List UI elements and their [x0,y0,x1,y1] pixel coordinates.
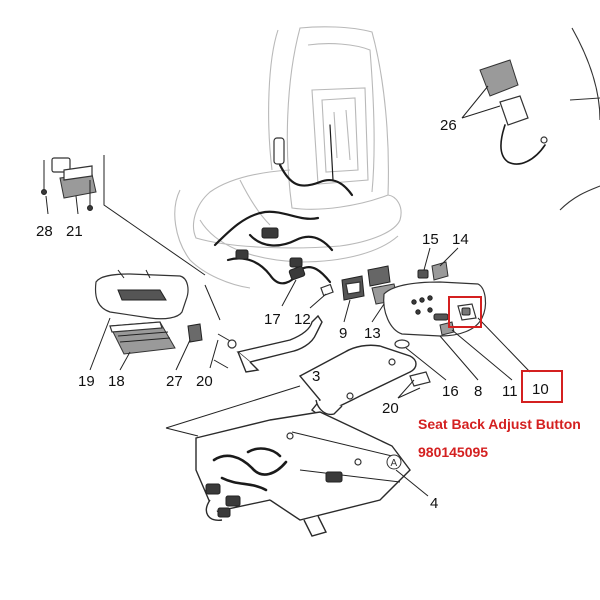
callout-part-name: Seat Back Adjust Button [418,416,581,432]
part-15-14 [417,247,459,281]
label-21: 21 [66,223,83,240]
seat-harness [213,124,354,285]
part-3-frame [236,314,417,417]
part-20-screws-left [213,333,237,369]
label-18: 18 [108,373,125,390]
label-20-right: 20 [382,400,399,417]
part-27-clip [187,323,203,343]
label-26: 26 [440,117,457,134]
highlight-box-part [448,296,482,328]
seat-edge-right [559,27,600,211]
part-number-labels: 26 28 21 15 14 17 12 9 13 19 18 27 20 3 … [36,117,549,512]
label-20-left: 20 [196,373,213,390]
label-19: 19 [78,373,95,390]
label-10: 10 [532,381,549,398]
label-28: 28 [36,223,53,240]
label-14: 14 [452,231,469,248]
label-16: 16 [442,383,459,400]
label-15: 15 [422,231,439,248]
seat-outline [174,26,402,289]
label-13: 13 [364,325,381,342]
label-11: 11 [502,383,518,400]
leader-lines [89,299,531,381]
label-9: 9 [339,325,347,342]
callout-part-code: 980145095 [418,444,488,460]
label-4: 4 [430,495,438,512]
part-28-21 [41,155,206,276]
label-17: 17 [264,311,281,328]
part-4-lower-frame: A [165,385,429,537]
marker-a: A [391,458,398,469]
label-12: 12 [294,311,311,328]
label-3: 3 [312,368,320,385]
highlight-box-number [521,370,563,403]
part-19-side-trim [94,269,189,320]
part-26-switch [461,59,548,165]
part-18-module [109,321,176,355]
part-16-20 [394,339,447,399]
label-8: 8 [474,383,482,400]
side-switch-panel [383,281,487,337]
label-27: 27 [166,373,183,390]
part-17-12 [281,265,334,309]
